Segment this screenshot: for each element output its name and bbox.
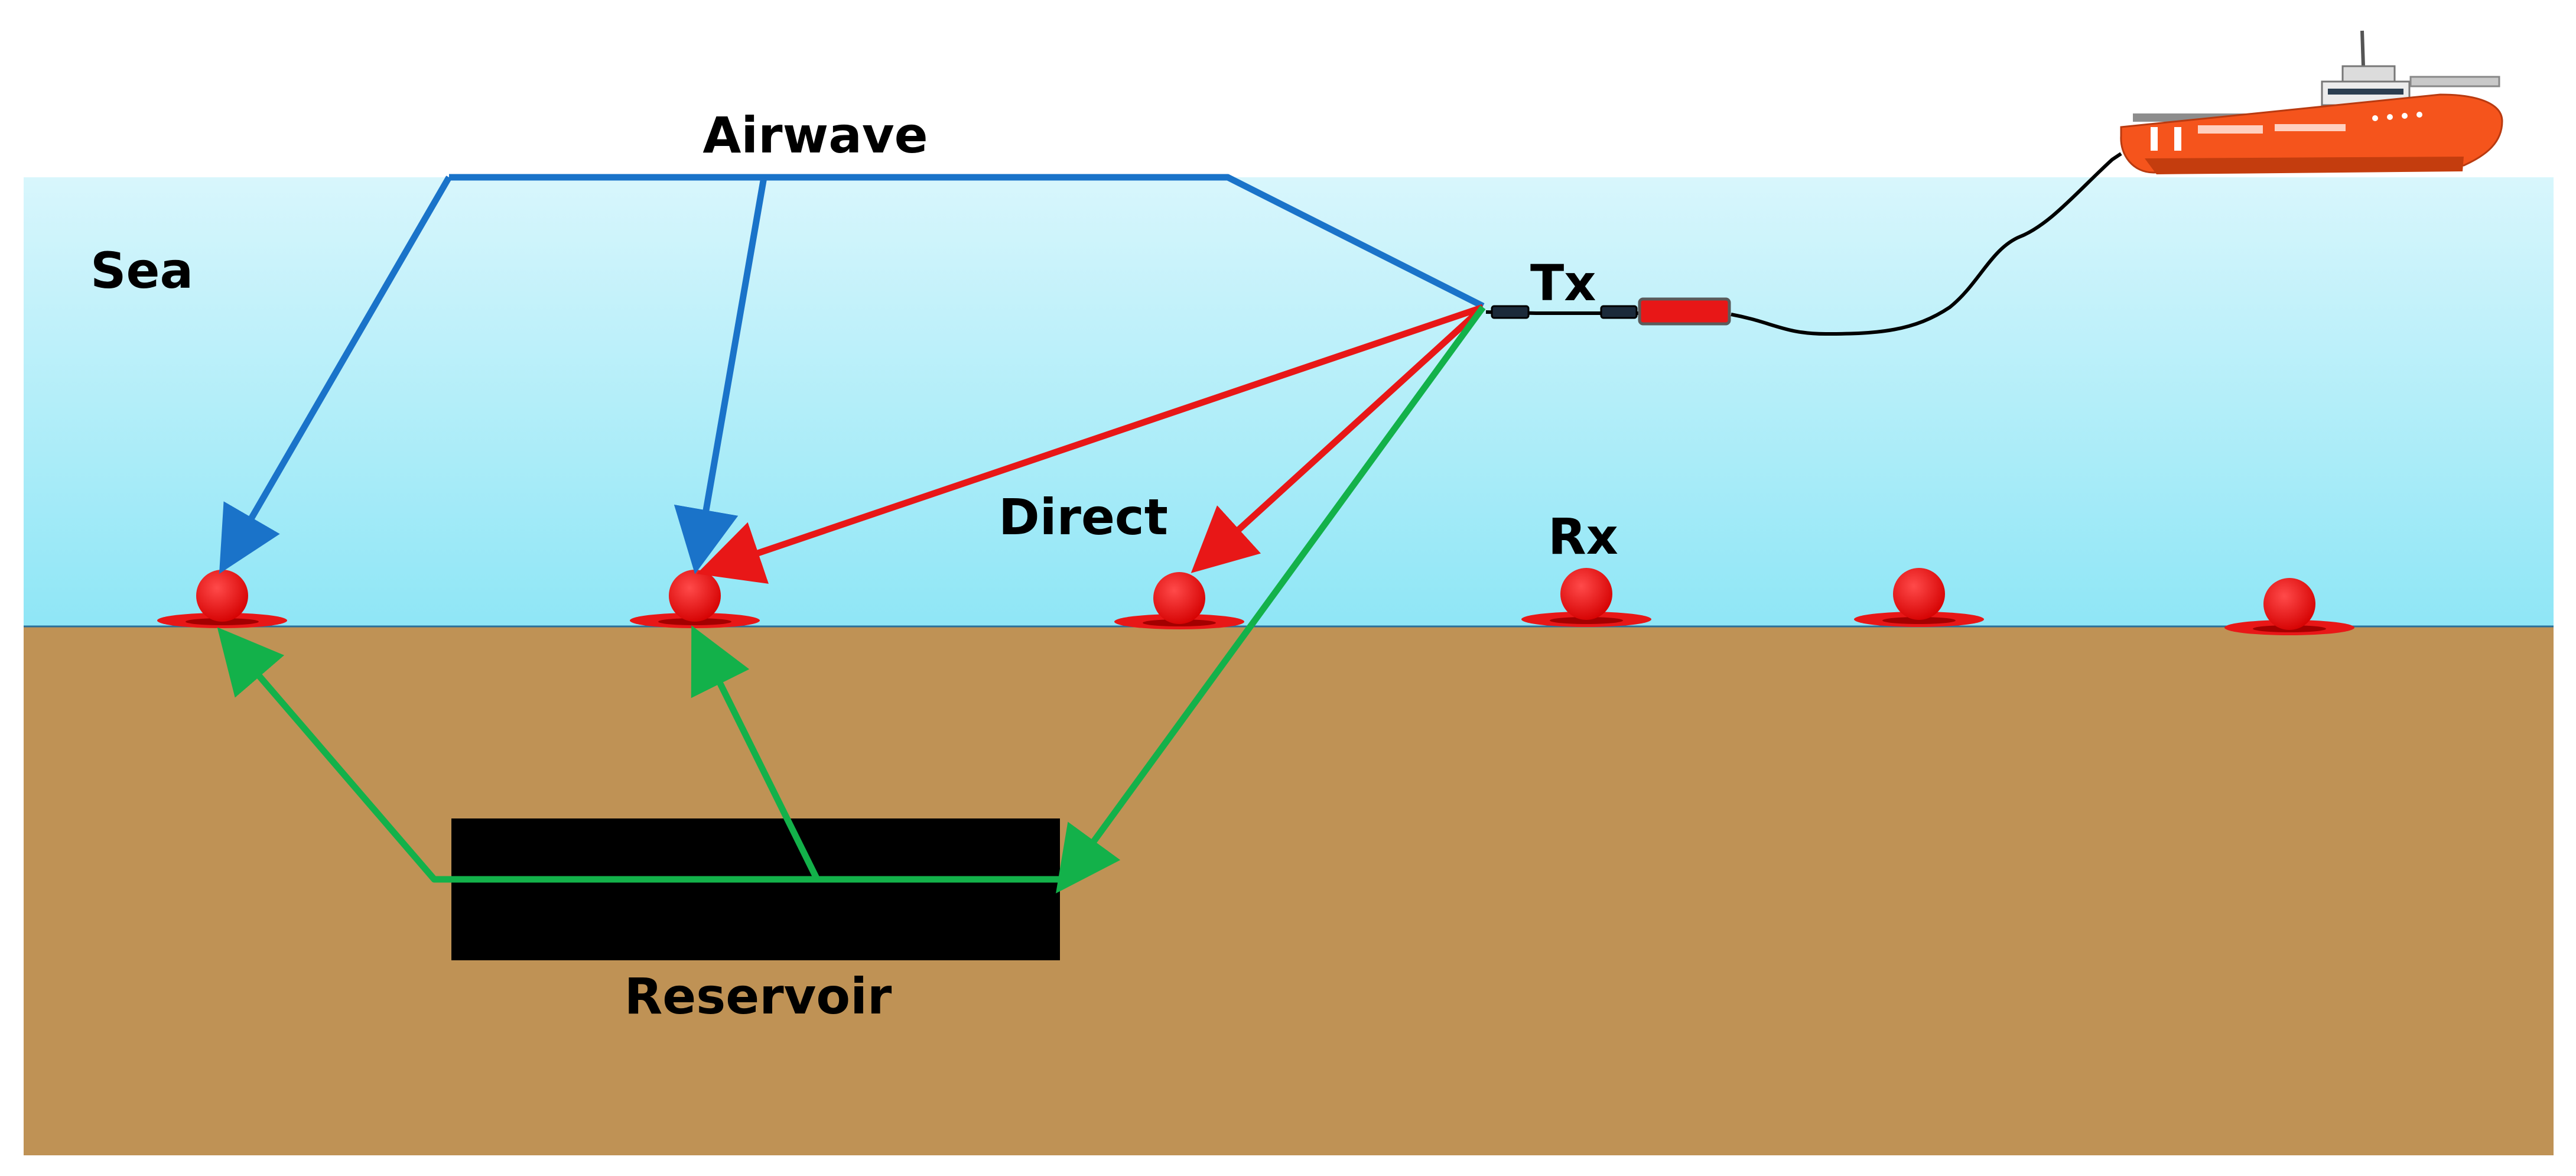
survey-vessel-icon (2120, 30, 2503, 174)
reservoir-label: Reservoir (625, 967, 892, 1025)
reservoir-upgoing-path-rx2 (691, 625, 820, 881)
sea-layer (24, 177, 2554, 626)
tx-label: Tx (1530, 254, 1596, 312)
receiver-5-icon (1854, 568, 1984, 627)
reservoir-body (451, 818, 1060, 960)
towed-source-icon (1485, 152, 2122, 336)
reservoir-guided-path (217, 627, 1061, 883)
airwave-label: Airwave (702, 106, 928, 164)
receiver-6-icon (2224, 578, 2354, 635)
direct-label: Direct (998, 488, 1168, 546)
direct-path-to-rx2 (697, 304, 1484, 584)
direct-path-to-rx3 (1191, 304, 1485, 573)
receiver-3-icon (1114, 572, 1244, 629)
receiver-1-icon (157, 570, 287, 628)
direct-paths (697, 304, 1485, 584)
airwave-paths (219, 174, 1485, 574)
reservoir-paths (217, 305, 1486, 894)
airwave-path-to-rx2 (674, 177, 767, 574)
receiver-4-icon (1521, 568, 1651, 627)
seabed-layer (24, 626, 2554, 1155)
airwave-surface-path (449, 174, 1485, 309)
rx-label: Rx (1548, 508, 1618, 566)
reservoir-downgoing-path (1056, 305, 1486, 894)
airwave-path-to-rx1 (219, 176, 452, 574)
sea-label: Sea (90, 242, 193, 300)
